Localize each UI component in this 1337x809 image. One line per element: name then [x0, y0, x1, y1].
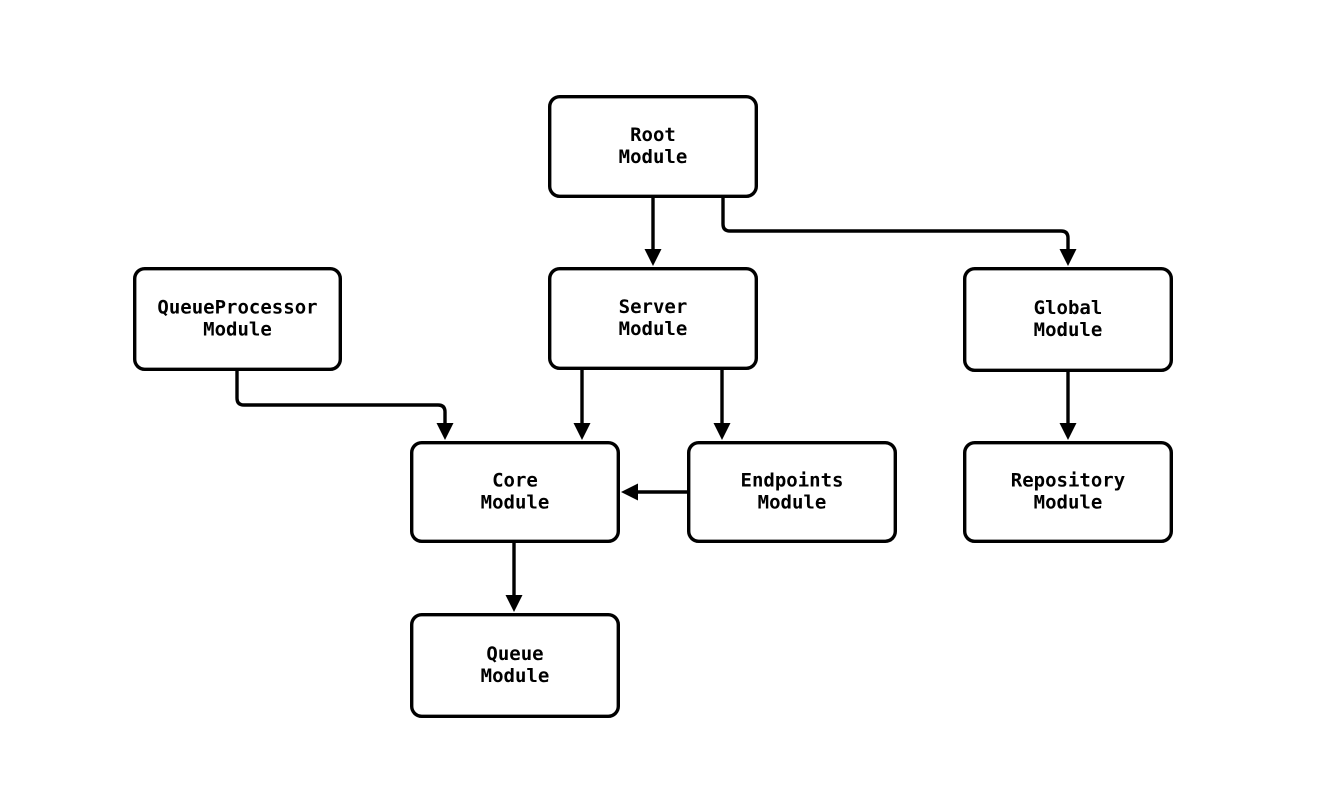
arrowhead-icon	[1059, 423, 1077, 440]
edges-layer	[235, 198, 1077, 612]
node-box[interactable]	[963, 267, 1174, 373]
node-label-line1: Root	[630, 124, 676, 146]
node-label-line2: Module	[619, 146, 688, 168]
node-label-line1: Repository	[1011, 470, 1125, 492]
edge-endpoints-core	[621, 483, 687, 501]
arrowhead-icon	[436, 423, 454, 440]
node-label-line2: Module	[481, 492, 550, 514]
node-label-line2: Module	[619, 318, 688, 340]
node-box[interactable]	[410, 613, 621, 719]
node-label-line2: Module	[203, 319, 272, 341]
edge-queueprocessor-core	[235, 371, 454, 440]
node-label-line1: Global	[1034, 297, 1103, 319]
arrowhead-icon	[573, 423, 591, 440]
node-label-line1: Server	[619, 296, 688, 318]
edge-global-repository	[1059, 372, 1077, 440]
node-label-line1: QueueProcessor	[157, 297, 317, 319]
node-label-line2: Module	[1034, 319, 1103, 341]
node-box[interactable]	[548, 267, 759, 371]
node-label-line2: Module	[1034, 492, 1103, 514]
node-label-line1: Queue	[486, 643, 543, 665]
node-box[interactable]	[963, 441, 1174, 544]
arrowhead-icon	[1059, 249, 1077, 266]
node-label-line1: Endpoints	[741, 470, 844, 492]
edge-core-queue	[505, 543, 523, 612]
arrowhead-icon	[505, 595, 523, 612]
edge-server-core	[573, 370, 591, 440]
node-box[interactable]	[687, 441, 898, 544]
node-box[interactable]	[548, 94, 759, 198]
arrowhead-icon	[644, 249, 662, 266]
node-label-line2: Module	[758, 492, 827, 514]
node-box[interactable]	[410, 441, 621, 544]
edge-line	[721, 198, 1070, 249]
node-label-line1: Core	[492, 470, 538, 492]
nodes-layer: RootModuleQueueProcessorModuleServerModu…	[132, 94, 1174, 719]
edge-server-endpoints	[713, 370, 731, 440]
arrowhead-icon	[621, 483, 638, 501]
node-label-line2: Module	[481, 665, 550, 687]
node-box[interactable]	[132, 267, 343, 372]
edge-line	[235, 371, 447, 423]
arrowhead-icon	[713, 423, 731, 440]
edge-root-server	[644, 198, 662, 266]
edge-root-global	[721, 198, 1077, 266]
